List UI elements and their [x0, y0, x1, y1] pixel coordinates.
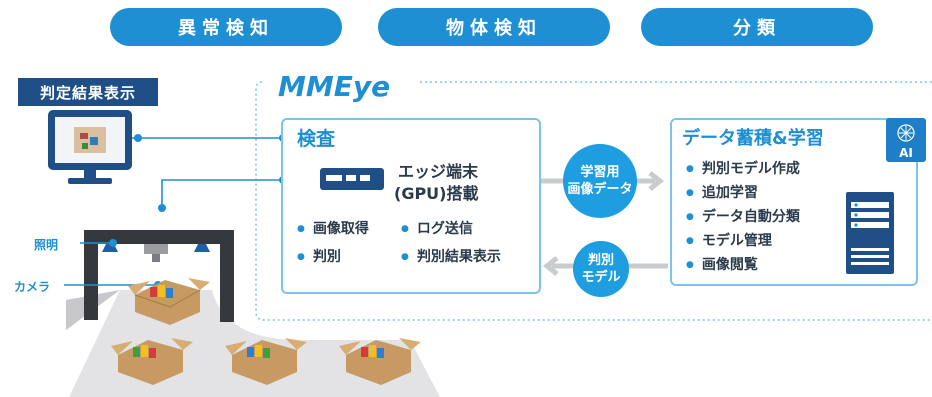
feature-discrimination: 判別 [297, 246, 341, 266]
learning-item-model-creation: 判別モデル作成 [686, 158, 800, 178]
inspection-title: 検査 [297, 128, 336, 150]
circle-line: 画像データ [567, 182, 633, 197]
category-label: 分類 [733, 18, 781, 39]
learning-item-image-browsing: 画像閲覧 [686, 254, 758, 274]
server-icon [846, 192, 894, 274]
learning-title: データ蓄積&学習 [682, 128, 824, 149]
product-box-3 [339, 338, 421, 385]
edge-device-line2: (GPU)搭載 [394, 184, 479, 203]
gantry-frame [84, 230, 234, 322]
feature-log-send: ログ送信 [401, 218, 473, 238]
display-result-label: 判定結果表示 [18, 78, 158, 106]
learning-item-model-management: モデル管理 [686, 230, 772, 250]
system-title: MMEye [278, 70, 391, 103]
product-box-under-camera [128, 278, 210, 325]
circle-line: 判別 [587, 253, 614, 268]
category-object-detection: 物体検知 [378, 8, 610, 46]
monitor-icon [48, 110, 132, 184]
category-anomaly-detection: 異常検知 [110, 8, 342, 46]
learning-item-auto-classification: データ自動分類 [686, 206, 800, 226]
circle-line: 学習用 [580, 165, 620, 180]
discrimination-model-circle: 判別 モデル [573, 241, 629, 297]
category-label: 物体検知 [446, 18, 542, 39]
light-icon-right [194, 244, 210, 252]
product-box-2 [225, 338, 307, 385]
learning-item-additional-learning: 追加学習 [686, 182, 758, 202]
camera-icon [144, 244, 168, 262]
product-box-1 [111, 338, 193, 385]
light-label: 照明 [34, 238, 59, 252]
edge-device-line1: エッジ端末 [398, 162, 479, 181]
edge-device-icon [320, 168, 384, 190]
learning-image-data-circle: 学習用 画像データ [563, 144, 637, 218]
feature-image-capture: 画像取得 [297, 218, 369, 238]
ai-label: AI [899, 146, 913, 160]
camera-label: カメラ [14, 280, 51, 294]
category-label: 異常検知 [178, 18, 274, 39]
display-result-text: 判定結果表示 [39, 83, 136, 102]
circle-line: モデル [581, 270, 621, 285]
ai-brain-icon [897, 124, 915, 142]
ai-badge: AI [886, 118, 926, 162]
feature-result-display: 判別結果表示 [401, 246, 501, 266]
category-classification: 分類 [641, 8, 873, 46]
